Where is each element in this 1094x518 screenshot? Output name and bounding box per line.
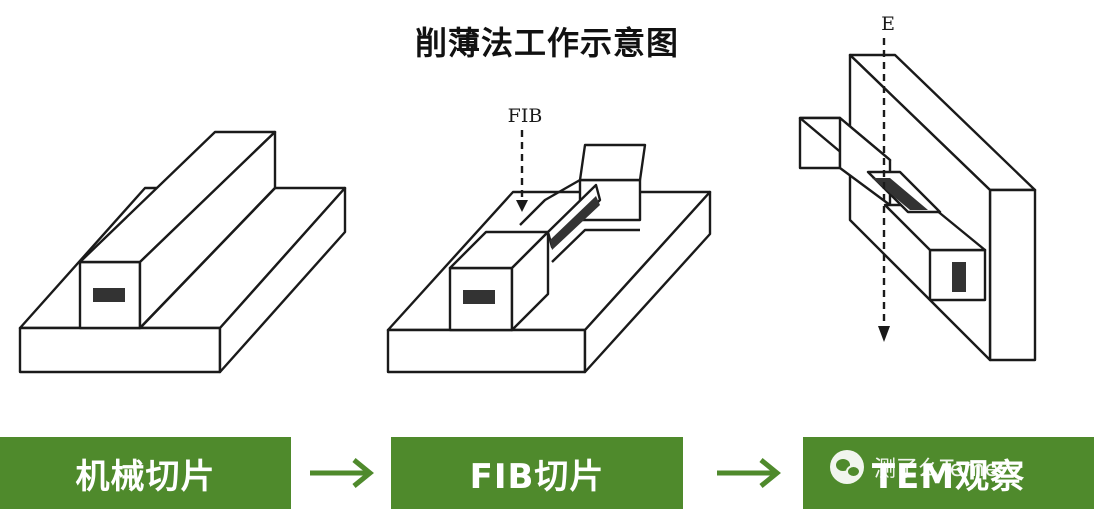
specimen-2 [463,290,495,304]
specimen-1 [93,288,125,302]
flow-arrow-icon [310,458,374,488]
specimen-3 [952,262,966,292]
block-tem-observation: E [798,13,1037,362]
thinning-process-diagram: FIB E [18,13,1037,374]
step-mechanical-slice: 机械切片 [0,437,291,509]
wechat-icon [830,450,864,484]
step-fib-slice: FIB切片 [391,437,683,509]
block-mechanical-slice [18,130,347,374]
fib-label: FIB [508,105,543,127]
flow-arrow-icon [717,458,781,488]
watermark-text: 测了么Teme [874,457,999,482]
watermark: 测了么Teme [830,450,998,484]
beam-label: E [881,13,895,35]
block-fib-slice: FIB [386,105,712,374]
diagram-title: 削薄法工作示意图 [414,24,679,62]
